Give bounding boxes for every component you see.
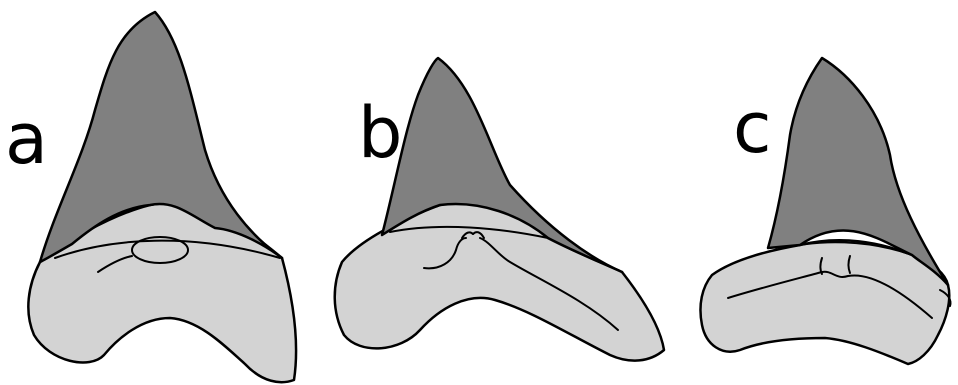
panel-a: a bbox=[5, 12, 296, 382]
panel-c: c bbox=[700, 58, 950, 364]
panel-label-a: a bbox=[5, 98, 48, 180]
panel-label-c: c bbox=[733, 87, 772, 169]
panel-b: b bbox=[335, 58, 664, 361]
panel-label-b: b bbox=[358, 92, 402, 174]
